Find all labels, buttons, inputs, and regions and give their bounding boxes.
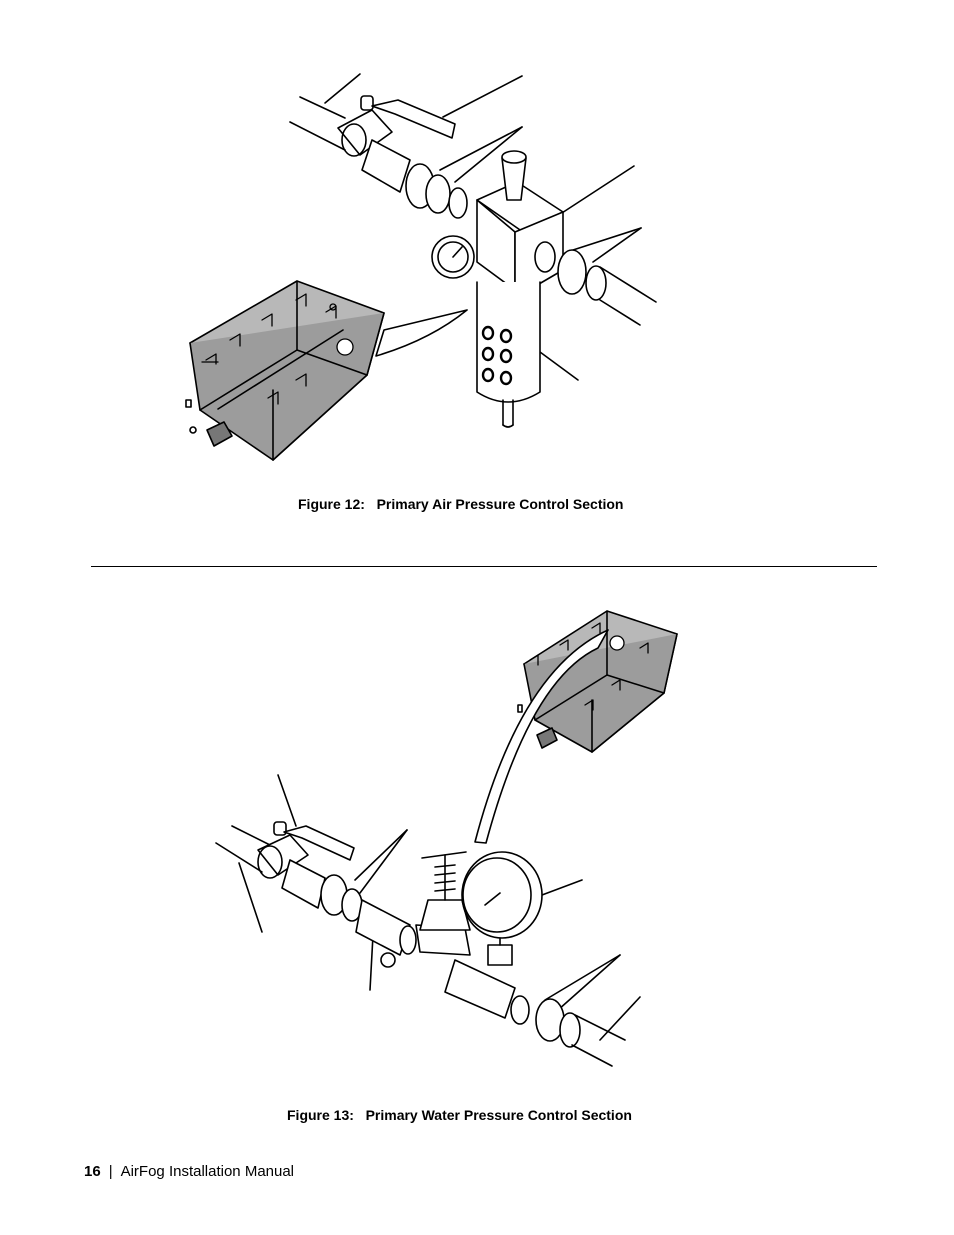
figure-12-caption: Figure 12: Primary Air Pressure Control … xyxy=(298,496,623,512)
figure-12-number: Figure 12: xyxy=(298,496,365,512)
figure-12-title: Primary Air Pressure Control Section xyxy=(376,496,624,512)
figure-13-title: Primary Water Pressure Control Section xyxy=(365,1107,632,1123)
page-number: 16 xyxy=(84,1163,101,1180)
figure-13-illustration xyxy=(215,610,678,1067)
section-divider xyxy=(91,566,877,567)
figure-12-illustration xyxy=(185,73,657,461)
footer-separator: | xyxy=(108,1163,113,1180)
manual-title: AirFog Installation Manual xyxy=(120,1163,295,1180)
page-footer: 16 | AirFog Installation Manual xyxy=(84,1163,294,1180)
figure-13-number: Figure 13: xyxy=(287,1107,354,1123)
figure-13-caption: Figure 13: Primary Water Pressure Contro… xyxy=(287,1107,632,1123)
